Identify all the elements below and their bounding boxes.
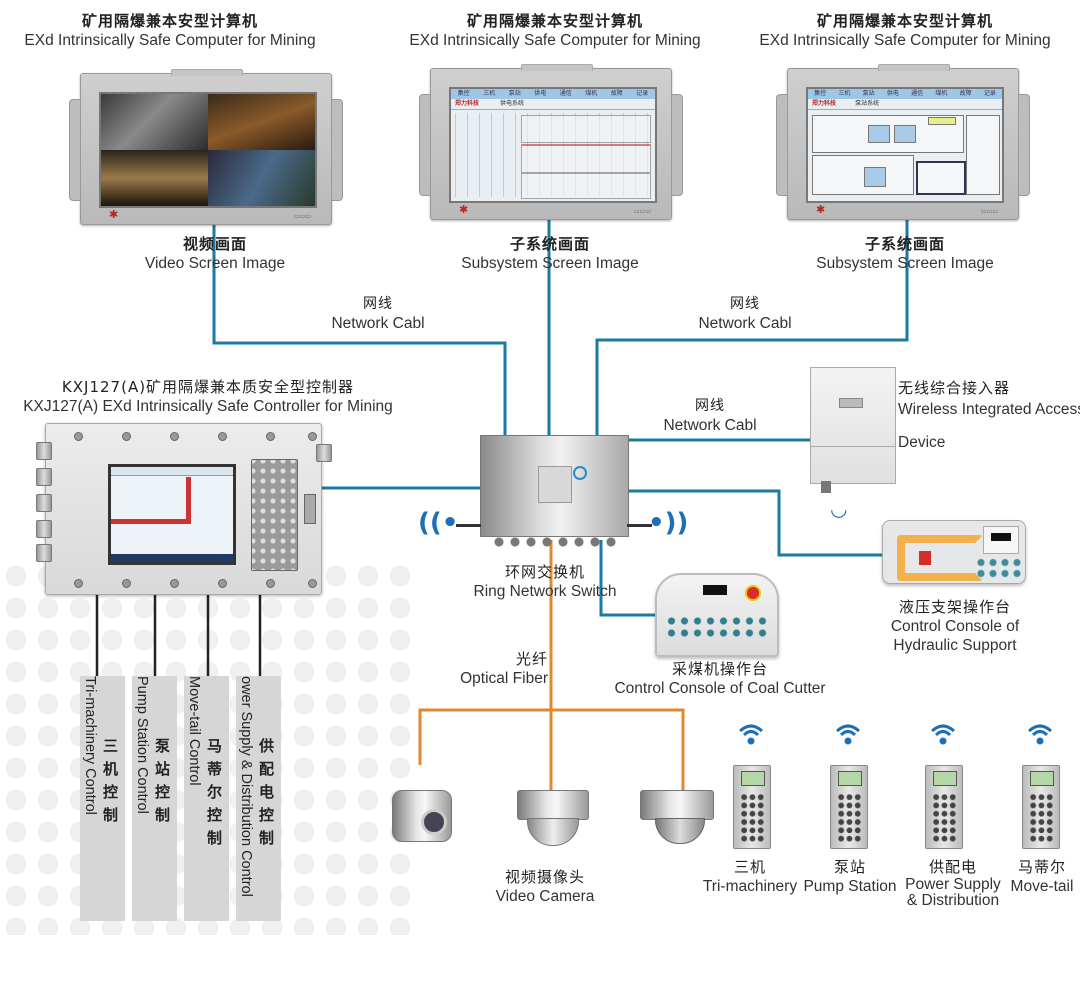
caption-en: Subsystem Screen Image (816, 254, 994, 272)
caption-cn: 视频画面 (182, 235, 247, 253)
handheld-tri-machinery (733, 765, 771, 849)
computer-2-title: 矿用隔爆兼本安型计算机 EXd Intrinsically Safe Compu… (400, 12, 710, 50)
wifi-right-icon: •)) (648, 508, 689, 538)
computer-3-monitor: 集控三机泵站供电通信煤机故障记录 郑力科技 泵站系统 ✱ ▭▭▭ (776, 64, 1030, 220)
handle-icon (69, 99, 80, 201)
computer-2-monitor: 集控三机泵站供电通信煤机故障记录 郑力科技 供电系统 ✱ ▭▭▭ (419, 64, 683, 220)
handheld-label-3: 供配电 Power Supply & Distribution (905, 858, 1001, 909)
cable-label-2: 网线 Network Cabl (698, 296, 792, 332)
camera-3 (640, 790, 714, 820)
control-box-tri-machinery: Tri-machinery Control 三机控制 (80, 676, 125, 921)
wifi-icon (835, 724, 861, 745)
handheld-label-1: 三机 Tri-machinery (702, 858, 798, 895)
handle-icon (1019, 94, 1030, 196)
controller-screen (108, 464, 236, 565)
handheld-label-4: 马蒂尔 Move-tail (1010, 858, 1074, 895)
video-quad-screen (99, 92, 317, 208)
model-plate: ▭▭▭ (980, 208, 998, 215)
screen-menu-bar: 集控三机泵站供电通信煤机故障记录 (451, 89, 655, 99)
switch-nameplate (538, 466, 572, 503)
wifi-icon (1027, 724, 1053, 745)
control-box-power-supply: ower Supply & Distribution Control 供配电控制 (236, 676, 281, 921)
coal-cutter-console (655, 573, 779, 657)
ring-network-switch (480, 435, 629, 548)
computer-3-title-cn: 矿用隔爆兼本安型计算机 (816, 12, 993, 30)
handheld-label-2: 泵站 Pump Station (803, 858, 897, 895)
wireless-access-label: 无线综合接入器 Wireless Integrated Access Devic… (898, 379, 1080, 452)
cable-label-1: 网线 Network Cabl (331, 296, 425, 332)
network-cable-hydraulic-console (625, 489, 885, 557)
handheld-pump-station (830, 765, 868, 849)
coal-cutter-label: 采煤机操作台 Control Console of Coal Cutter (614, 660, 826, 697)
computer-1-title-en: EXd Intrinsically Safe Computer for Mini… (24, 31, 316, 49)
subsystem-screen-power: 集控三机泵站供电通信煤机故障记录 郑力科技 供电系统 (449, 87, 657, 203)
computer-3-caption: 子系统画面 Subsystem Screen Image (785, 235, 1025, 273)
brand-logo-icon: ✱ (459, 203, 469, 216)
wifi-icon (738, 724, 764, 745)
connection-wires (95, 215, 909, 790)
caption-cn: 子系统画面 (864, 235, 945, 253)
switch-logo-icon (573, 466, 587, 480)
emergency-stop-icon (745, 585, 761, 601)
handheld-power-supply (925, 765, 963, 849)
controller-title-en: KXJ127(A) EXd Intrinsically Safe Control… (23, 397, 393, 415)
hydraulic-support-console (882, 520, 1026, 584)
computer-3-title: 矿用隔爆兼本安型计算机 EXd Intrinsically Safe Compu… (750, 12, 1060, 50)
video-feed-3 (101, 150, 208, 206)
handle-icon (419, 94, 430, 196)
handle-icon (672, 94, 683, 196)
controller-keypad (251, 459, 298, 571)
computer-1-caption: 视频画面 Video Screen Image (90, 235, 340, 273)
wireless-access-device (810, 367, 896, 493)
model-plate: ▭▭▭ (293, 213, 311, 220)
controller-title-cn: KXJ127(A)矿用隔爆兼本质安全型控制器 (61, 378, 355, 396)
screen-header: 郑力科技 泵站系统 (808, 99, 1002, 110)
video-feed-1 (101, 94, 208, 150)
brand-logo-icon: ✱ (816, 203, 826, 216)
wifi-down-icon: ◠ (830, 500, 848, 524)
control-box-move-tail: Move-tail Control 马蒂尔控制 (184, 676, 229, 921)
network-cable-coal-cutter (599, 540, 658, 617)
computer-2-title-en: EXd Intrinsically Safe Computer for Mini… (409, 31, 701, 49)
caption-en: Subsystem Screen Image (461, 254, 639, 272)
device-ports (821, 481, 885, 493)
antenna-right (627, 524, 652, 527)
computer-2-title-cn: 矿用隔爆兼本安型计算机 (466, 12, 643, 30)
network-cable-computer-3 (595, 215, 909, 435)
subsystem-screen-pump: 集控三机泵站供电通信煤机故障记录 郑力科技 泵站系统 (806, 87, 1004, 203)
computer-1-monitor: ✱ ▭▭▭ (69, 69, 343, 225)
video-feed-4 (208, 150, 315, 206)
computer-1-title: 矿用隔爆兼本安型计算机 EXd Intrinsically Safe Compu… (20, 12, 320, 50)
caption-en: Video Screen Image (144, 254, 286, 272)
computer-2-caption: 子系统画面 Subsystem Screen Image (430, 235, 670, 273)
antenna-left (456, 524, 481, 527)
controller-title: KXJ127(A)矿用隔爆兼本质安全型控制器 KXJ127(A) EXd Int… (8, 378, 408, 416)
controller-handle-icon (304, 494, 316, 524)
computer-1-title-cn: 矿用隔爆兼本安型计算机 (81, 12, 258, 30)
wifi-icon (930, 724, 956, 745)
optical-fiber-label: 光纤 Optical Fiber (460, 650, 548, 687)
camera-2 (517, 790, 589, 820)
camera-1 (392, 790, 452, 842)
switch-label: 环网交换机 Ring Network Switch (473, 563, 617, 600)
screen-header: 郑力科技 供电系统 (451, 99, 655, 110)
network-cable-computer-1 (212, 215, 507, 435)
camera-lens-icon (421, 809, 447, 835)
kxj127-controller (36, 423, 332, 595)
video-camera-label: 视频摄像头 Video Camera (495, 868, 595, 905)
wifi-left-icon: ((• (418, 508, 459, 538)
handheld-move-tail (1022, 765, 1060, 849)
computer-3-title-en: EXd Intrinsically Safe Computer for Mini… (759, 31, 1051, 49)
cable-label-3: 网线 Network Cabl (663, 398, 757, 434)
control-box-pump-station: Pump Station Control 泵站控制 (132, 676, 177, 921)
handle-icon (776, 94, 787, 196)
hydraulic-console-label: 液压支架操作台 Control Console of Hydraulic Sup… (890, 598, 1020, 655)
caption-cn: 子系统画面 (509, 235, 590, 253)
model-plate: ▭▭▭ (633, 208, 651, 215)
video-feed-2 (208, 94, 315, 150)
handle-icon (332, 99, 343, 201)
brand-logo-icon: ✱ (109, 208, 119, 221)
switch-ports (491, 536, 621, 548)
screen-menu-bar: 集控三机泵站供电通信煤机故障记录 (808, 89, 1002, 99)
